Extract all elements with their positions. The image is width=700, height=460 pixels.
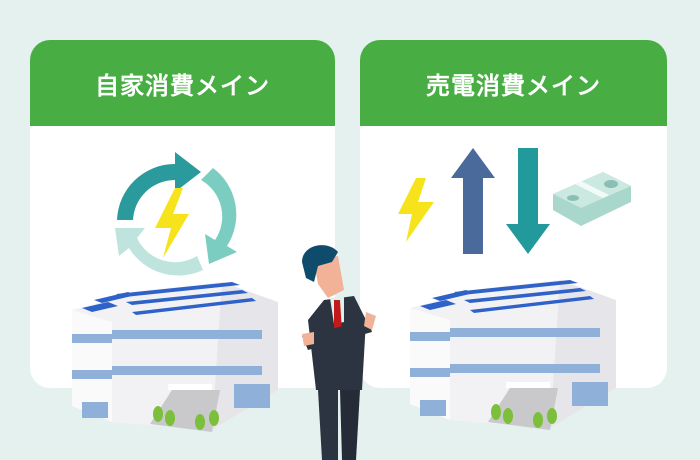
- card-title: 自家消費メイン: [95, 71, 270, 100]
- lightning-bolt-icon: [155, 188, 189, 258]
- up-arrow-icon: [451, 148, 495, 254]
- down-arrow-icon: [506, 148, 550, 254]
- businessman-figure: [302, 245, 376, 460]
- solar-building: [410, 280, 616, 430]
- lightning-bolt-icon: [398, 178, 434, 242]
- card-header: 自家消費メイン: [30, 40, 335, 126]
- solar-building: [72, 282, 278, 432]
- card-header: 売電消費メイン: [360, 40, 667, 126]
- card-title: 売電消費メイン: [426, 71, 601, 100]
- money-stack-icon: [553, 172, 631, 226]
- recycle-arrows-icon: [115, 152, 237, 276]
